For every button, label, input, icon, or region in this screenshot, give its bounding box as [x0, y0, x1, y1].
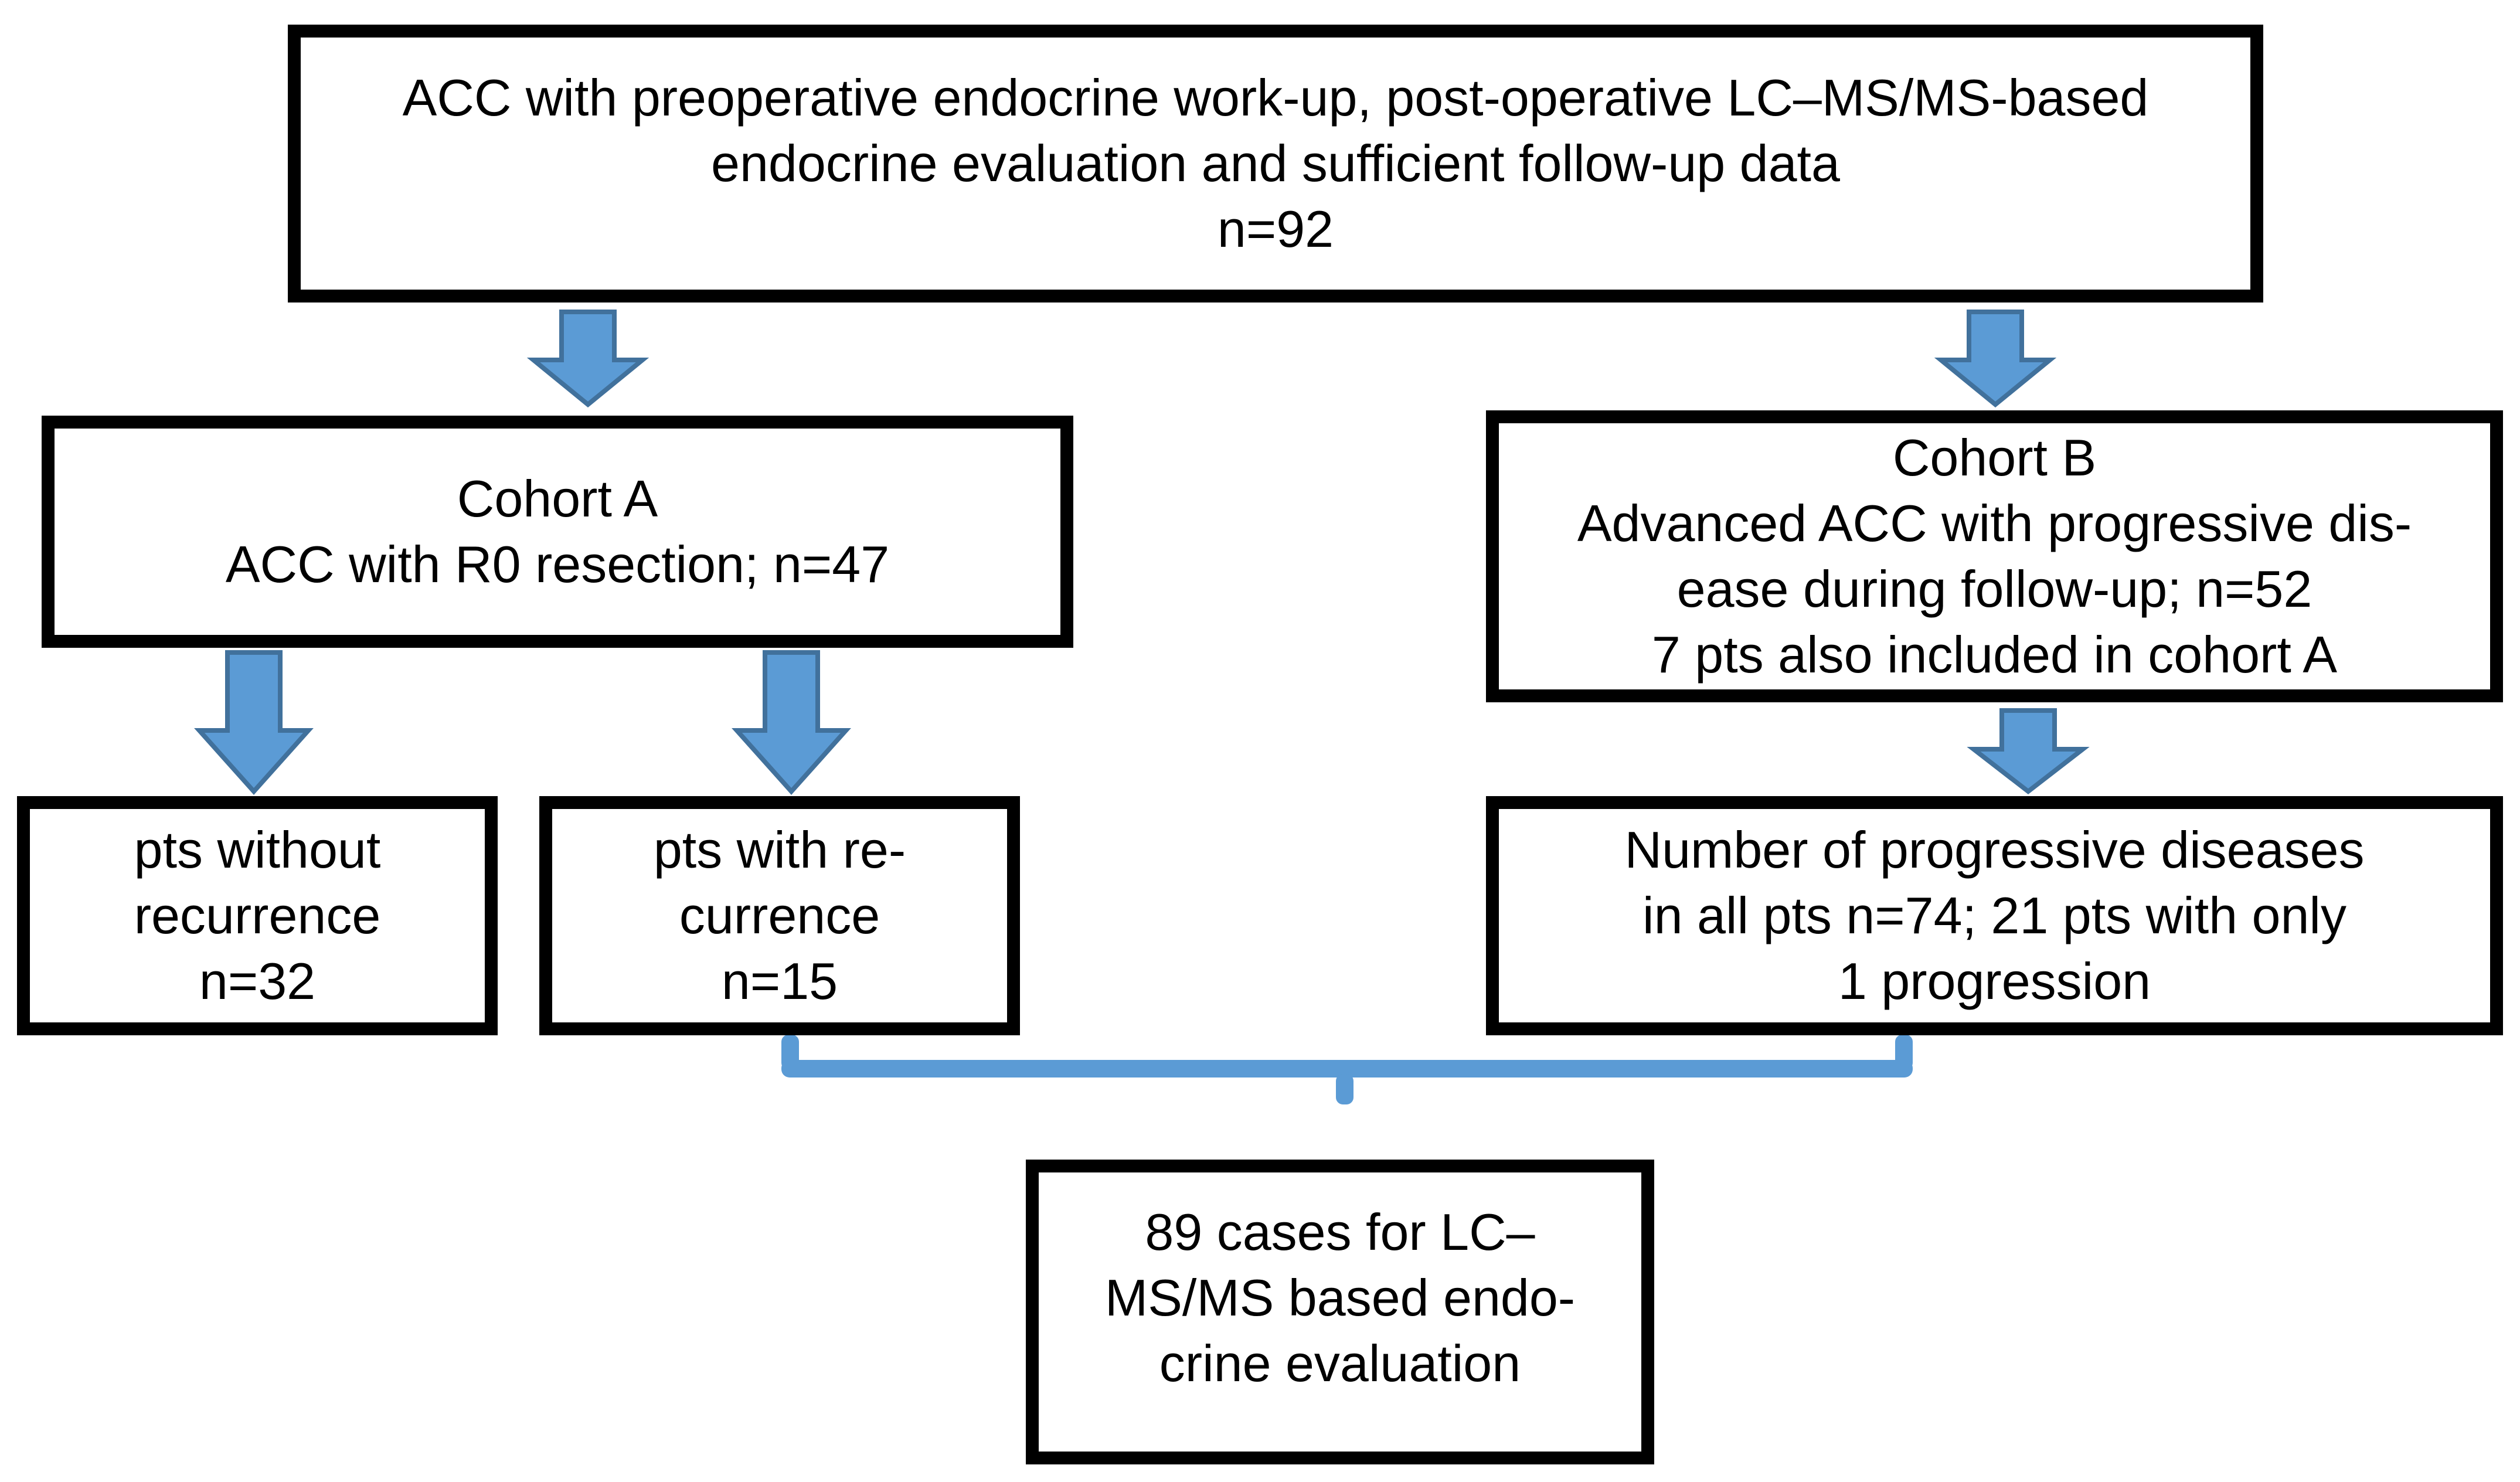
box-cohort-b: Cohort B Advanced ACC with progressive d…	[1486, 410, 2503, 702]
box-progressive-diseases: Number of progressive diseases in all pt…	[1486, 796, 2503, 1035]
box-text-line: in all pts n=74; 21 pts with only	[1642, 886, 2346, 944]
box-final-cases: 89 cases for LC– MS/MS based endo- crine…	[1026, 1160, 1654, 1464]
box-text-line: n=92	[1217, 200, 1334, 258]
box-text-line: Advanced ACC with progressive dis-	[1577, 494, 2412, 552]
down-arrow-to-cohort-b	[1934, 310, 2057, 408]
box-text-line: Number of progressive diseases	[1624, 821, 2365, 879]
box-text-line: crine evaluation	[1159, 1334, 1521, 1392]
box-text-line: recurrence	[134, 886, 381, 944]
box-text-line: ease during follow-up; n=52	[1676, 560, 2312, 618]
box-text-line: Cohort B	[1892, 429, 2097, 487]
box-text-line: Cohort A	[457, 470, 658, 528]
box-text-line: endocrine evaluation and sufficient foll…	[711, 134, 1840, 192]
down-arrow-to-pts-without-recurrence	[194, 650, 314, 796]
box-cohort-a: Cohort A ACC with R0 resection; n=47	[42, 416, 1073, 648]
merge-bracket-tail	[1336, 1074, 1353, 1104]
down-arrow-to-cohort-a	[526, 310, 649, 408]
box-text-line: 1 progression	[1838, 952, 2151, 1010]
down-arrow-to-progressive-diseases	[1967, 708, 2090, 795]
box-text-line: ACC with R0 resection; n=47	[225, 535, 890, 593]
box-pts-without-recurrence: pts without recurrence n=32	[17, 796, 498, 1035]
box-text-line: 89 cases for LC–	[1145, 1203, 1535, 1261]
box-pts-with-recurrence: pts with re- currence n=15	[539, 796, 1020, 1035]
box-text-line: pts with re-	[653, 821, 906, 879]
box-text-line: currence	[679, 886, 880, 944]
box-text-line: MS/MS based endo-	[1104, 1269, 1576, 1327]
box-text-line: n=15	[721, 952, 838, 1010]
box-text-line: n=32	[199, 952, 316, 1010]
box-text-line: ACC with preoperative endocrine work-up,…	[402, 69, 2149, 127]
box-text-line: pts without	[134, 821, 381, 879]
merge-bracket	[781, 1035, 1913, 1104]
merge-bracket-bar	[781, 1060, 1913, 1077]
box-eligible-cohort: ACC with preoperative endocrine work-up,…	[288, 25, 2263, 302]
down-arrow-to-pts-with-recurrence	[732, 650, 851, 796]
box-text-line: 7 pts also included in cohort A	[1651, 626, 2338, 684]
